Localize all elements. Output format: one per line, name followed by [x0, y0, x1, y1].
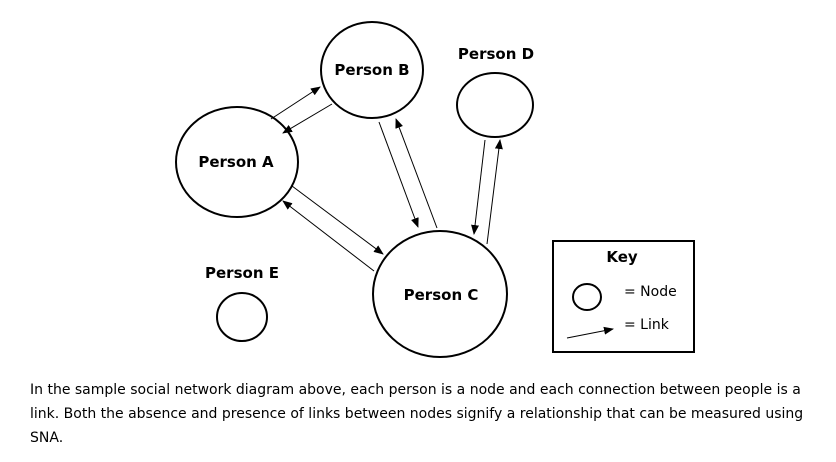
link-a-to-b — [270, 86, 321, 120]
node-person-d: Person D — [456, 45, 534, 138]
diagram-caption: In the sample social network diagram abo… — [30, 382, 804, 446]
node-person-c: Person C — [372, 230, 508, 358]
link-c-to-a — [282, 200, 375, 272]
key-box: Key = Node = Link — [552, 240, 695, 353]
link-b-to-c — [378, 121, 419, 228]
link-d-to-c — [471, 139, 486, 235]
node-label-person-a: Person A — [198, 153, 274, 171]
key-link-symbol — [566, 326, 614, 339]
key-node-label: = Node — [624, 284, 677, 300]
key-node-symbol — [572, 283, 602, 311]
link-b-to-a — [282, 103, 333, 134]
node-person-e: Person E — [205, 264, 279, 342]
node-label-person-e: Person E — [205, 264, 279, 282]
key-title: Key — [606, 248, 638, 266]
social-network-diagram: Person A Person B Person C Person D Pers… — [175, 21, 695, 358]
link-c-to-b — [395, 118, 438, 229]
node-person-b: Person B — [320, 21, 424, 119]
link-c-to-d — [486, 139, 503, 245]
node-label-person-b: Person B — [334, 61, 409, 79]
link-a-to-c — [291, 185, 384, 255]
node-label-person-c: Person C — [404, 286, 479, 304]
key-link-label: = Link — [624, 317, 670, 333]
node-person-a: Person A — [175, 106, 299, 218]
node-label-person-d: Person D — [458, 45, 534, 63]
